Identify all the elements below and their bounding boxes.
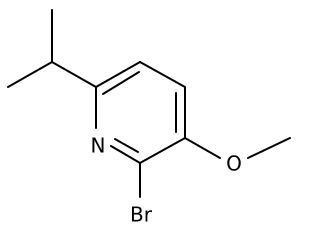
chemical-structure-diagram: N Br O [7,9,291,227]
ring-bond-c3-c2 [139,137,186,164]
o-methyl-bond [247,137,291,159]
ring-double-bond-c6-c5 [102,71,140,95]
oxygen-atom-label: O [226,152,242,176]
ring-bond-c2-n [110,145,141,164]
ring-bond-c5-c4 [139,61,186,88]
isopropyl-methyl-bond-left [7,61,53,88]
isopropyl-ring-bond [51,61,97,88]
ring-double-bond-c2-n [114,138,139,153]
bromine-atom-label: Br [130,203,153,227]
nitrogen-atom-label: N [91,134,106,158]
ring-bond-c6-c5 [95,61,141,88]
c-o-bond [184,137,221,159]
